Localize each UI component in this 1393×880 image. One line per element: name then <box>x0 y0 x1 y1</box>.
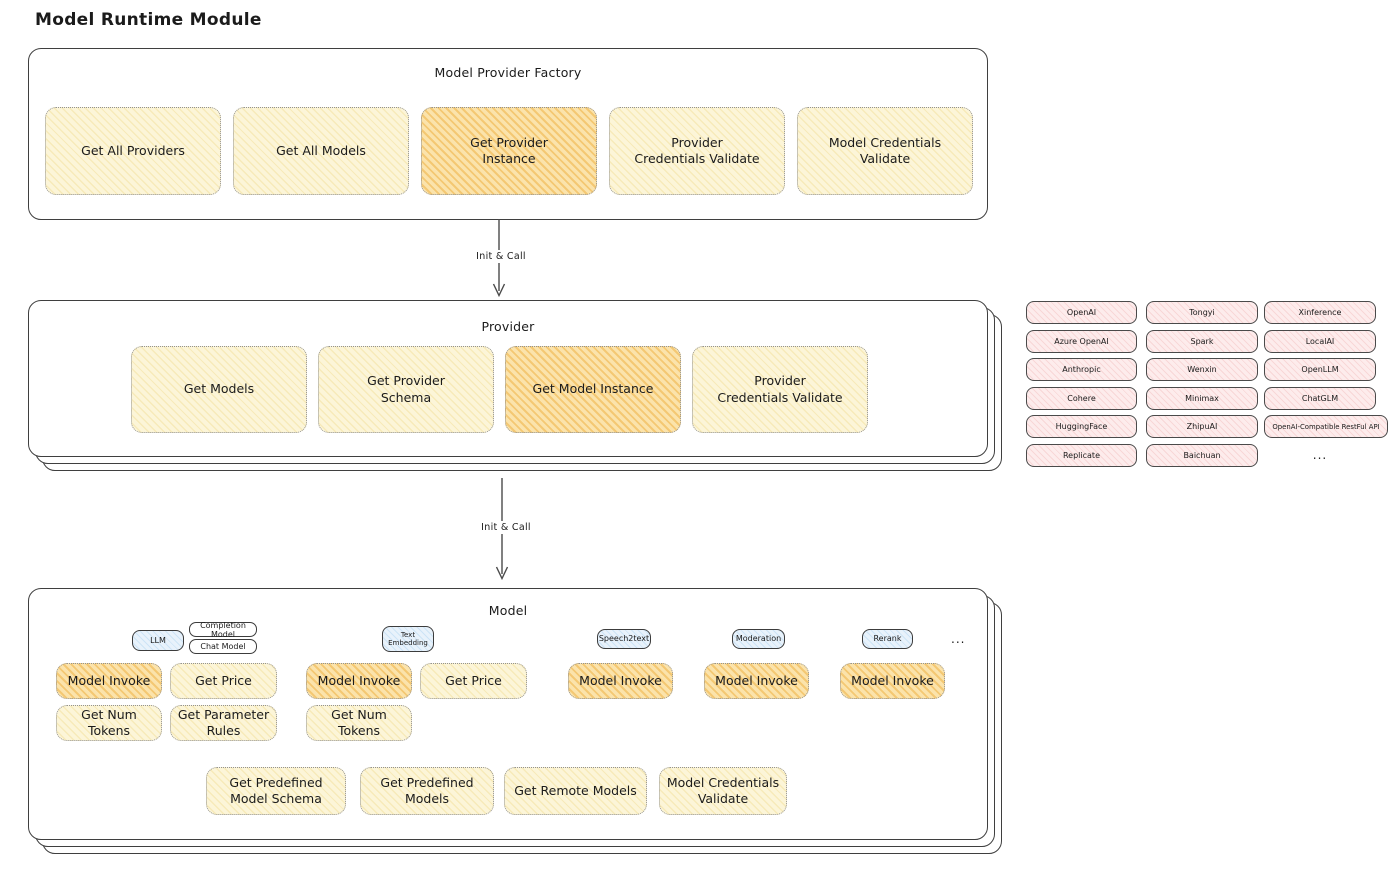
op-model-invoke-llm: Model Invoke <box>56 663 162 699</box>
type-rerank: Rerank <box>862 629 913 649</box>
type-completion-model: Completion Model <box>189 621 257 639</box>
op-provider-credentials-validate: Provider Credentials Validate <box>609 107 785 195</box>
type-moderation: Moderation <box>732 629 785 649</box>
chip-replicate: Replicate <box>1026 443 1137 467</box>
diagram-title: Model Runtime Module <box>35 10 262 30</box>
chip-tongyi: Tongyi <box>1146 301 1258 324</box>
op-get-parameter-rules: Get Parameter Rules <box>170 705 277 741</box>
op-get-provider-instance: Get Provider Instance <box>421 107 597 195</box>
op-get-predefined-model-schema: Get Predefined Model Schema <box>206 767 346 815</box>
op-model-credentials-validate: Model Credentials Validate <box>797 107 973 195</box>
type-text-embedding: Text Embedding <box>382 626 434 652</box>
op-get-provider-schema: Get Provider Schema <box>318 346 494 433</box>
chip-chatglm: ChatGLM <box>1264 386 1376 410</box>
provider-title: Provider <box>481 319 535 334</box>
op-get-model-instance: Get Model Instance <box>505 346 681 433</box>
chip-baichuan: Baichuan <box>1146 443 1258 467</box>
chip-minimax: Minimax <box>1146 386 1258 410</box>
op-model-invoke-speech2text: Model Invoke <box>568 663 673 699</box>
chip-openai: OpenAI <box>1026 301 1137 324</box>
op-provider-credentials-validate-2: Provider Credentials Validate <box>692 346 868 433</box>
op-model-invoke-text-embedding: Model Invoke <box>306 663 412 699</box>
op-get-price-llm: Get Price <box>170 663 277 699</box>
op-get-num-tokens-text-embedding: Get Num Tokens <box>306 705 412 741</box>
chip-xinference: Xinference <box>1264 301 1376 324</box>
factory-title: Model Provider Factory <box>434 65 582 80</box>
type-speech2text: Speech2text <box>597 629 651 649</box>
op-get-models: Get Models <box>131 346 307 433</box>
chip-spark: Spark <box>1146 329 1258 353</box>
arrow-label-init-call-2: Init & Call <box>466 521 546 534</box>
chip-openllm: OpenLLM <box>1264 358 1376 382</box>
chip-openai-compatible-restful-api: OpenAI-Compatible RestFul API <box>1264 415 1388 439</box>
op-model-invoke-rerank: Model Invoke <box>840 663 945 699</box>
op-get-all-providers: Get All Providers <box>45 107 221 195</box>
providers-ellipsis: ... <box>1312 448 1328 463</box>
provider-stack: Provider Get Models Get Provider Schema … <box>28 300 1002 471</box>
op-get-predefined-models: Get Predefined Models <box>360 767 494 815</box>
arrow-label-init-call-1: Init & Call <box>461 250 541 263</box>
op-get-remote-models: Get Remote Models <box>504 767 647 815</box>
providers-panel-col-1: OpenAI Azure OpenAI Anthropic Cohere Hug… <box>1026 301 1137 467</box>
op-model-credentials-validate-bottom: Model Credentials Validate <box>659 767 787 815</box>
type-llm: LLM <box>132 630 184 651</box>
model-stack: Model LLM Completion Model Chat Model Te… <box>28 588 1002 854</box>
type-chat-model: Chat Model <box>189 639 257 654</box>
chip-huggingface: HuggingFace <box>1026 415 1137 439</box>
chip-wenxin: Wenxin <box>1146 358 1258 382</box>
chip-cohere: Cohere <box>1026 386 1137 410</box>
providers-panel-col-3: Xinference LocalAI OpenLLM ChatGLM OpenA… <box>1264 301 1388 467</box>
chip-azure-openai: Azure OpenAI <box>1026 329 1137 353</box>
model-title: Model <box>488 603 528 618</box>
providers-panel-col-2: Tongyi Spark Wenxin Minimax ZhipuAI Baic… <box>1146 301 1258 467</box>
chip-localai: LocalAI <box>1264 329 1376 353</box>
model-container: Model LLM Completion Model Chat Model Te… <box>28 588 988 840</box>
op-get-price-text-embedding: Get Price <box>420 663 527 699</box>
factory-container: Model Provider Factory Get All Providers… <box>28 48 988 220</box>
chip-zhipuai: ZhipuAI <box>1146 415 1258 439</box>
chip-anthropic: Anthropic <box>1026 358 1137 382</box>
op-model-invoke-moderation: Model Invoke <box>704 663 809 699</box>
op-get-num-tokens-llm: Get Num Tokens <box>56 705 162 741</box>
provider-container: Provider Get Models Get Provider Schema … <box>28 300 988 457</box>
op-get-all-models: Get All Models <box>233 107 409 195</box>
types-ellipsis: ... <box>951 632 966 646</box>
